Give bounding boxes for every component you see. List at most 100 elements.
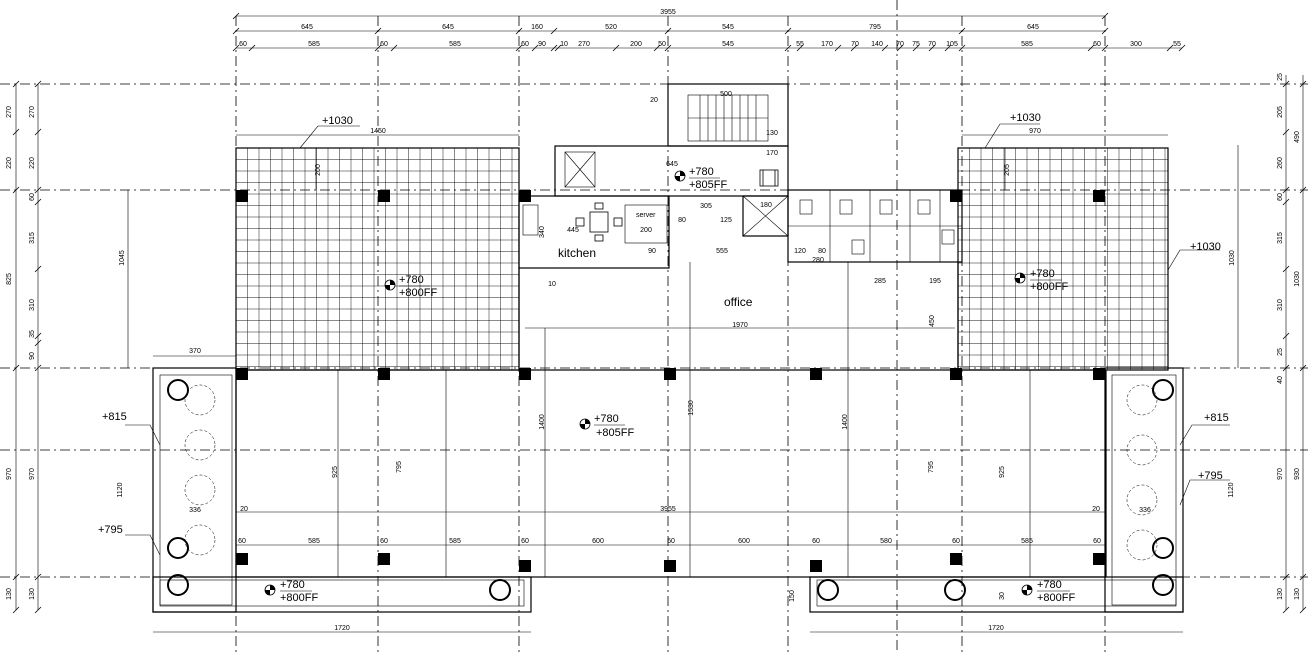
elevation-mark: +780 <box>689 166 714 178</box>
lower-row-dim: 580 <box>880 538 892 545</box>
right-dim-inner: 25 <box>1277 348 1284 356</box>
sub-dim: 70 <box>928 41 936 48</box>
top-dim-3: 160 <box>531 24 543 31</box>
right-dim-inner: 40 <box>1277 376 1284 384</box>
level-marker-icon <box>384 279 396 291</box>
column <box>1093 190 1105 202</box>
level-marker-icon <box>674 170 686 182</box>
kitchen-dim: 340 <box>539 226 546 238</box>
dining-table-icon <box>575 202 623 242</box>
left-dim-inner: 60 <box>29 193 36 201</box>
right-dim: 130 <box>1294 588 1301 600</box>
column <box>378 368 390 380</box>
left-dim-inner: 970 <box>29 468 36 480</box>
right-dimension-chains: 25 205 260 60 315 310 25 40 970 130 490 … <box>1277 73 1307 614</box>
sub-dim: 10 <box>560 41 568 48</box>
column <box>236 190 248 202</box>
column <box>519 190 531 202</box>
left-dimension-chains: 270 220 825 970 130 270 220 60 315 310 3… <box>6 80 42 614</box>
office-area: office 1970 1400 1530 1400 925 795 795 9… <box>235 262 1107 578</box>
level-marker-icon <box>264 584 276 596</box>
column <box>810 560 822 572</box>
left-dim: 825 <box>6 273 13 285</box>
right-terrace-width-dim: 970 <box>1029 128 1041 135</box>
office-depth-dim: 1400 <box>539 414 546 430</box>
lower-row-dim: 585 <box>449 538 461 545</box>
office-span-dim: 1970 <box>732 322 748 329</box>
left-dim: 970 <box>6 468 13 480</box>
right-terrace-tiles <box>958 148 1168 370</box>
elevation-mark: +780 <box>1030 268 1055 280</box>
sub-dim: 70 <box>851 41 859 48</box>
left-dim-inner: 310 <box>29 299 36 311</box>
terrace-depth-dim: 200 <box>315 164 322 176</box>
top-dim-2: 645 <box>442 24 454 31</box>
right-dim: 490 <box>1294 131 1301 143</box>
lower-row-dim: 585 <box>1021 538 1033 545</box>
planter-dim: 336 <box>1139 507 1151 514</box>
sub-dim: 70 <box>896 41 904 48</box>
column <box>664 560 676 572</box>
right-dim-inner: 970 <box>1277 468 1284 480</box>
sub-dim: 270 <box>578 41 590 48</box>
sub-dim: 55 <box>796 41 804 48</box>
core-dim: 10 <box>548 281 556 288</box>
sub-dim: 90 <box>538 41 546 48</box>
elevation-mark: +800FF <box>399 287 437 299</box>
left-dim: 220 <box>6 157 13 169</box>
sub-dim: 170 <box>821 41 833 48</box>
sub-dim: 60 <box>380 41 388 48</box>
left-dim-inner: 35 <box>29 330 36 338</box>
left-terrace: 1450 200 1045 +1030 +780 +800FF <box>119 115 520 371</box>
tree-icon <box>1152 379 1174 596</box>
tree-icon <box>489 579 511 601</box>
lower-row-dim: 60 <box>667 538 675 545</box>
right-dim-inner: 315 <box>1277 232 1284 244</box>
sub-dim: 545 <box>722 41 734 48</box>
column <box>236 553 248 565</box>
right-planter: 1120 336 +815 +795 <box>1104 367 1235 613</box>
bay-dim: 795 <box>928 461 935 473</box>
lower-row-dim: 600 <box>592 538 604 545</box>
planter-height-dim: 1120 <box>117 482 124 497</box>
column <box>519 560 531 572</box>
elevation-mark: +805FF <box>596 427 634 439</box>
terrace-width-dim: 1450 <box>370 128 386 135</box>
column <box>1093 553 1105 565</box>
kitchen-dim: 445 <box>567 227 579 234</box>
column <box>664 368 676 380</box>
left-dim-inner: 315 <box>29 232 36 244</box>
lower-overall-dim: 3955 <box>660 506 676 513</box>
sub-dim: 585 <box>449 41 461 48</box>
bottom-right-balcony: +780 +800FF 1720 150 30 <box>789 576 1184 633</box>
planter-height-dim: 1120 <box>1228 482 1235 497</box>
planter-dim: 336 <box>189 507 201 514</box>
core-dim: 80 <box>678 217 686 224</box>
elevation-mark: +780 <box>594 413 619 425</box>
sub-dim: 55 <box>1173 41 1181 48</box>
right-dim-inner: 310 <box>1277 299 1284 311</box>
balcony-dim: 150 <box>789 590 796 602</box>
wc-dim: 80 <box>818 248 826 255</box>
structural-columns <box>236 190 1105 572</box>
lower-row-dim: 60 <box>521 538 529 545</box>
elevation-mark: +1030 <box>322 115 353 127</box>
top-dim-4: 520 <box>605 24 617 31</box>
right-dim-inner: 260 <box>1277 157 1284 169</box>
lower-row-dim: 585 <box>308 538 320 545</box>
elevation-mark: +815 <box>102 411 127 423</box>
lower-row-dim: 60 <box>1093 538 1101 545</box>
left-dim-inner: 130 <box>29 588 36 600</box>
left-dim: 270 <box>6 106 13 118</box>
core-dim: 645 <box>666 161 678 168</box>
right-dim: 1030 <box>1294 271 1301 287</box>
sub-dim: 585 <box>1021 41 1033 48</box>
bay-dim: 795 <box>396 461 403 473</box>
wc-dim: 280 <box>812 257 824 264</box>
core-dim: 305 <box>700 203 712 210</box>
sub-dim: 60 <box>521 41 529 48</box>
elevation-mark: +1030 <box>1190 241 1221 253</box>
left-dim-inner: 220 <box>29 157 36 169</box>
balcony-width-dim: 1720 <box>988 625 1004 632</box>
balcony-width-dim: 1720 <box>334 625 350 632</box>
